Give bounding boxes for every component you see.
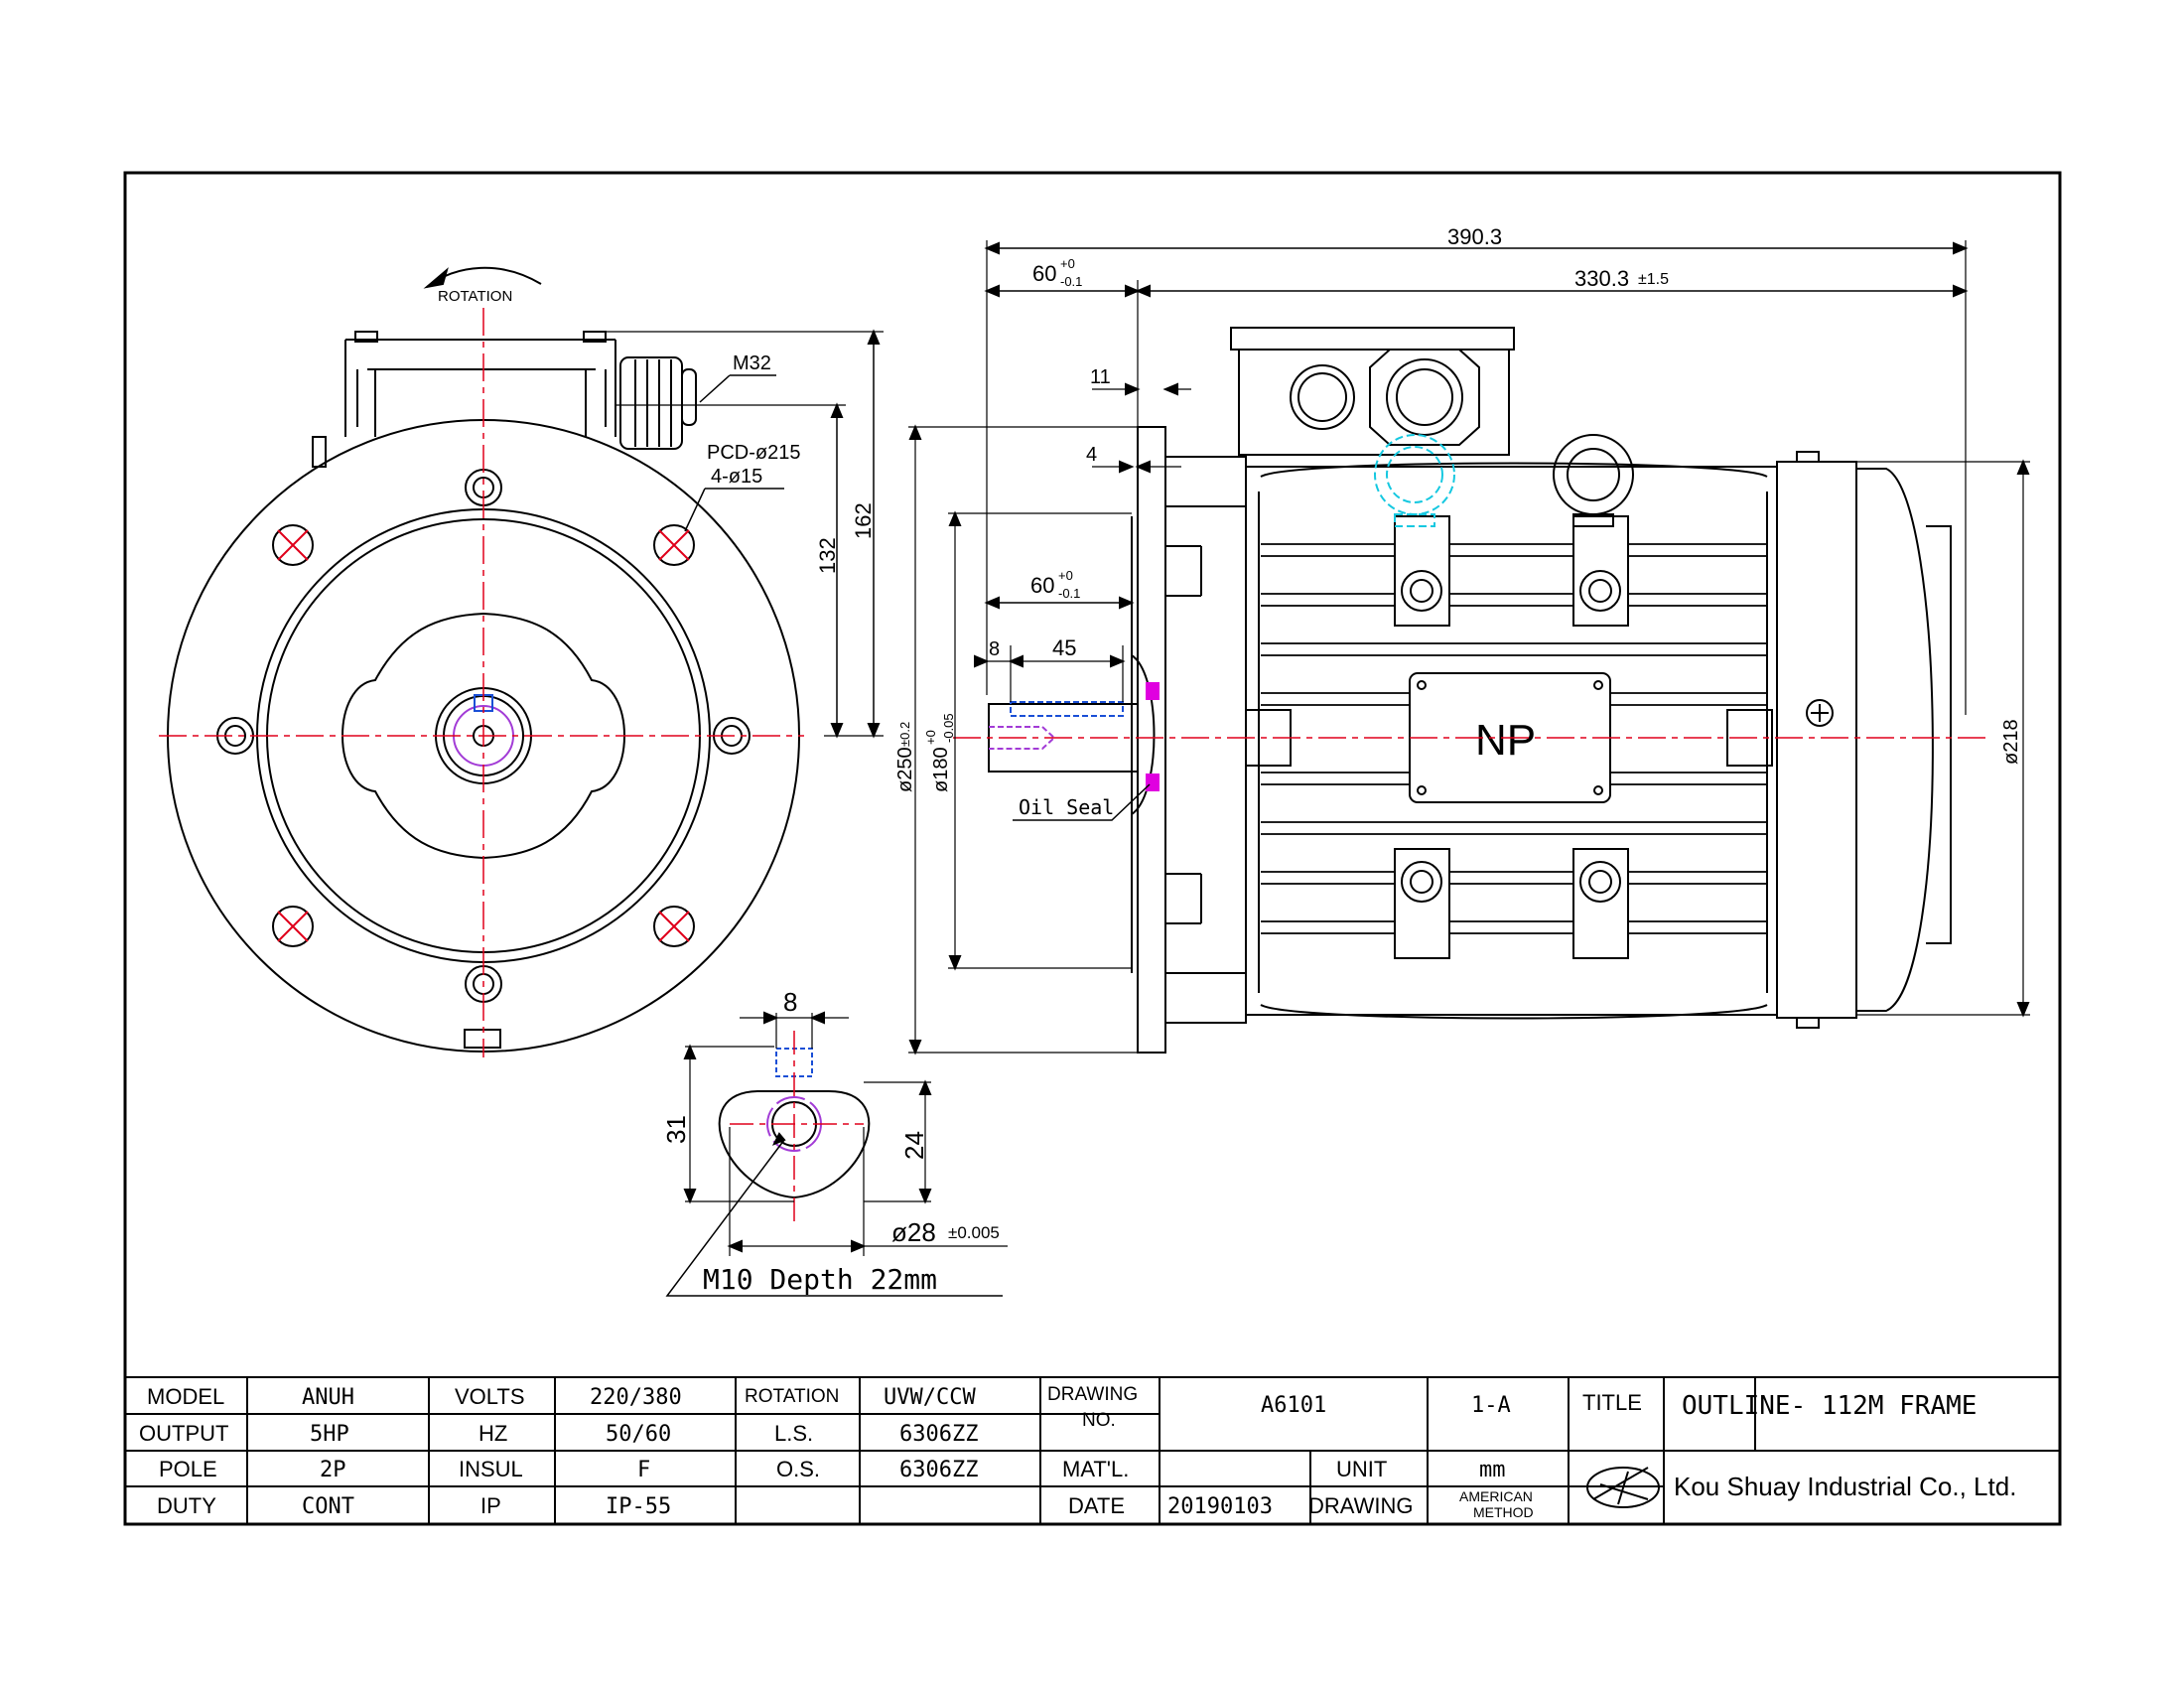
tb-company: Kou Shuay Industrial Co., Ltd. [1674, 1472, 2016, 1501]
dim-4: 4 [1086, 444, 1097, 466]
tb-model-value: ANUH [302, 1385, 354, 1410]
tb-hz-label: HZ [478, 1421, 507, 1446]
dim-132: 132 [815, 537, 840, 574]
tb-output-value: 5HP [310, 1422, 349, 1447]
flange-plate [1137, 426, 1166, 1054]
oil-seal-mark [1146, 682, 1160, 700]
tb-hz-value: 50/60 [606, 1422, 671, 1447]
tb-ip-label: IP [480, 1493, 501, 1518]
shaft-dia-28-tol: ±0.005 [948, 1223, 1000, 1242]
tb-title-label: TITLE [1582, 1390, 1642, 1415]
dim-390: 390.3 [1447, 224, 1502, 249]
pcd-hole [272, 524, 314, 566]
tol-minus01-mid: -0.1 [1058, 586, 1080, 601]
pcd-hole [653, 524, 695, 566]
side-view: Oil Seal NP [894, 224, 2030, 1055]
tb-ip-value: IP-55 [606, 1494, 671, 1519]
tb-os-value: 6306ZZ [899, 1458, 978, 1482]
mounting-lug [1394, 848, 1450, 959]
holes-label: 4-ø15 [711, 466, 762, 488]
tb-insul-label: INSUL [459, 1457, 523, 1481]
nameplate-label: NP [1475, 716, 1536, 765]
dim-162: 162 [851, 502, 876, 539]
tb-drawing-no: A6101 [1261, 1393, 1326, 1418]
tb-duty-value: CONT [302, 1494, 354, 1519]
eyebolt-icon [1374, 434, 1455, 527]
tol-minus01-top: -0.1 [1060, 274, 1082, 289]
eyebolt-icon [1553, 434, 1634, 527]
rotation-label: ROTATION [438, 288, 512, 305]
tb-rotation-value: UVW/CCW [884, 1385, 976, 1410]
dim-330-tol: ±1.5 [1638, 271, 1669, 288]
tol-plus0-mid: +0 [1058, 568, 1073, 583]
mounting-lug [1572, 515, 1629, 627]
tb-unit-label: UNIT [1336, 1457, 1387, 1481]
shaft-dia-28: ø28 [891, 1217, 936, 1247]
shaft-dim-8: 8 [783, 987, 797, 1017]
tb-title: OUTLINE- 112M FRAME [1682, 1391, 1977, 1421]
dim-250-tol: ±0.2 [897, 722, 912, 747]
tb-rotation-label: ROTATION [745, 1386, 839, 1407]
rotation-arrow-icon [423, 266, 542, 289]
tb-method-1: AMERICAN [1459, 1488, 1533, 1504]
front-view: ROTATION [159, 266, 884, 1057]
tb-matl-label: MAT'L. [1062, 1457, 1129, 1481]
tb-drawing-no-label: DRAWING [1047, 1384, 1138, 1405]
dim-11: 11 [1090, 366, 1111, 388]
oil-seal-label: Oil Seal [1019, 795, 1114, 819]
tb-date: 20190103 [1167, 1494, 1273, 1519]
thread-label: M10 Depth 22mm [703, 1263, 937, 1296]
dim-45: 45 [1052, 635, 1076, 660]
shaft-dim-31: 31 [661, 1115, 691, 1144]
dim-8: 8 [989, 638, 1000, 660]
cable-gland [619, 356, 683, 450]
pcd-hole [653, 906, 695, 947]
tb-method-2: METHOD [1473, 1504, 1534, 1520]
title-block-text: MODEL ANUH VOLTS 220/380 ROTATION UVW/CC… [139, 1384, 2016, 1520]
oil-seal-mark [1146, 774, 1160, 791]
pcd-label: PCD-ø215 [707, 442, 800, 464]
dim-250: ø250 [894, 747, 916, 792]
tb-ls-label: L.S. [774, 1421, 813, 1446]
mounting-lug [1394, 515, 1450, 627]
dim-330: 330.3 [1574, 266, 1629, 291]
screw-icon [1806, 699, 1834, 727]
drawing-border [123, 171, 2062, 1526]
dim-180-tol-top: +0 [923, 730, 938, 745]
dim-60-mid: 60 [1030, 573, 1054, 598]
fan-cover [1776, 461, 1857, 1019]
tb-revision: 1-A [1471, 1393, 1511, 1418]
tb-pole-label: POLE [159, 1457, 217, 1481]
tb-os-label: O.S. [776, 1457, 820, 1481]
tol-plus0-top: +0 [1060, 256, 1075, 271]
company-logo-icon [1586, 1467, 1660, 1508]
mounting-lug [1572, 848, 1629, 959]
dim-218: ø218 [2000, 719, 2022, 765]
dim-180: ø180 [930, 747, 952, 792]
tb-duty-label: DUTY [157, 1493, 216, 1518]
pcd-hole [272, 906, 314, 947]
title-block [125, 1376, 2060, 1524]
dim-180-tol-bot: -0.05 [941, 713, 956, 743]
tb-volts-value: 220/380 [590, 1385, 682, 1410]
tb-model-label: MODEL [147, 1384, 224, 1409]
tb-drawing-label: DRAWING [1308, 1493, 1414, 1518]
tb-insul-value: F [637, 1458, 650, 1482]
terminal-box [1230, 327, 1515, 456]
shaft-end-detail: 8 31 24 ø28 ±0.005 M10 Depth 22mm [661, 987, 1008, 1297]
dim-60-top: 60 [1032, 261, 1056, 286]
tb-volts-label: VOLTS [455, 1384, 525, 1409]
tb-unit: mm [1479, 1458, 1506, 1482]
tb-date-label: DATE [1068, 1493, 1125, 1518]
m32-label: M32 [733, 352, 771, 374]
tb-output-label: OUTPUT [139, 1421, 228, 1446]
tb-drawing-no-label-2: NO. [1082, 1410, 1116, 1431]
shaft-dim-24: 24 [899, 1131, 929, 1160]
tb-pole-value: 2P [320, 1458, 346, 1482]
tb-ls-value: 6306ZZ [899, 1422, 978, 1447]
